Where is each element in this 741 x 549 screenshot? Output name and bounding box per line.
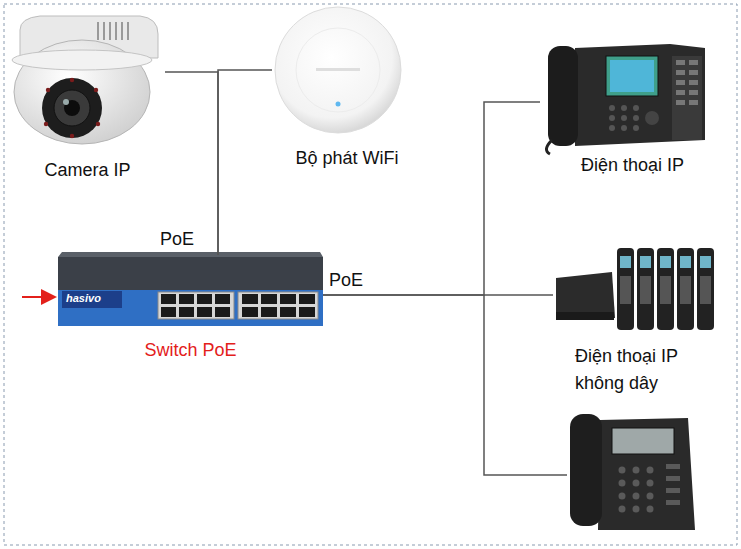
device-label: Điện thoại IP <box>581 152 684 179</box>
device-label: Switch PoE <box>144 337 236 364</box>
device-label: Điện thoại IP không dây <box>575 343 725 397</box>
poe-cable <box>218 70 272 255</box>
frame <box>4 4 737 545</box>
ip-phone-icon <box>546 44 705 154</box>
poe-label: PoE <box>329 270 363 292</box>
cordless-phone-node: Điện thoại IP không dây <box>553 245 733 400</box>
wifi-node: Bộ phát WiFi <box>272 3 422 175</box>
poe-cable <box>323 102 540 295</box>
input-arrow <box>22 296 55 298</box>
switch-icon <box>58 252 323 326</box>
wire <box>484 295 567 475</box>
ip-phone-node: Điện thoại IP <box>540 40 725 182</box>
poe-label: PoE <box>160 229 194 251</box>
poe-cable <box>323 294 553 296</box>
camera-node: Camera IP <box>10 5 165 187</box>
wifi-ap-icon <box>275 7 401 133</box>
brand-logo: hasivo <box>66 292 101 305</box>
ip-phone-icon <box>570 414 695 530</box>
poe-cable <box>165 72 218 255</box>
switch-node: Switch PoE <box>58 255 323 367</box>
device-label: Camera IP <box>44 157 130 184</box>
camera-icon <box>12 16 158 144</box>
device-label: Bộ phát WiFi <box>295 145 398 172</box>
cordless-phone-icon <box>556 248 714 330</box>
